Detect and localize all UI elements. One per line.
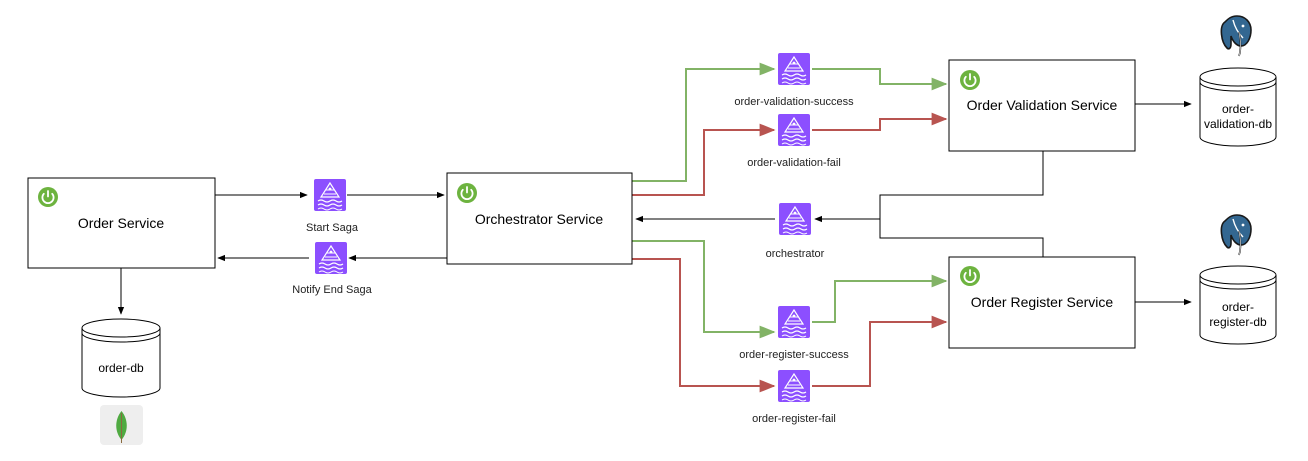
db-label-line-2: register-db [1209, 315, 1267, 329]
topic-order-validation-success: order-validation-success [734, 52, 854, 108]
kafka-topic-icon [777, 52, 811, 86]
edge-orchestrator-to-register-success [632, 240, 776, 339]
spring-boot-icon [959, 265, 981, 287]
service-label: Order Service [78, 215, 165, 231]
edge-validation-fail-to-validation [812, 112, 948, 131]
edge-register-fail-to-register [812, 315, 948, 387]
mongodb-icon [100, 405, 143, 445]
spring-boot-icon [959, 69, 981, 91]
spring-boot-icon [456, 182, 478, 204]
topic-order-validation-fail: order-validation-fail [747, 113, 841, 169]
db-label-line-2: validation-db [1204, 117, 1272, 131]
topic-label: order-register-fail [752, 413, 836, 425]
topic-start-saga: Start Saga [306, 178, 359, 234]
edge-orchestrator-to-validation-fail [632, 123, 776, 196]
topic-label: orchestrator [766, 248, 825, 260]
db-label-line-1: order- [1222, 102, 1254, 116]
postgresql-icon [1220, 214, 1252, 256]
kafka-topic-icon [778, 202, 812, 236]
spring-boot-icon [37, 186, 59, 208]
kafka-topic-icon [777, 305, 811, 339]
topic-label: order-validation-success [734, 96, 854, 108]
topic-label: Notify End Saga [292, 284, 372, 296]
kafka-topic-icon [777, 113, 811, 147]
edge-orchestrator-to-validation-success [632, 62, 776, 182]
service-order: Order Service [27, 177, 216, 269]
topic-orchestrator: orchestrator [766, 202, 825, 260]
service-orchestrator: Orchestrator Service [446, 172, 633, 265]
database-order-db: order-db [81, 318, 161, 398]
topic-order-register-fail: order-register-fail [752, 369, 836, 425]
topic-label: order-register-success [739, 349, 849, 361]
service-order-register: Order Register Service [948, 256, 1136, 349]
service-order-validation: Order Validation Service [948, 59, 1136, 152]
topic-order-register-success: order-register-success [739, 305, 849, 361]
kafka-topic-icon [777, 369, 811, 403]
edge-orchestrator-to-register-fail [632, 258, 776, 393]
topic-label: order-validation-fail [747, 157, 841, 169]
edge-register-to-orchestrator-topic [879, 219, 1044, 257]
kafka-topic-icon [314, 241, 348, 275]
service-label: Order Validation Service [967, 97, 1118, 113]
database-order-register-db: order- register-db [1199, 265, 1277, 345]
db-label-line-1: order- [1222, 300, 1254, 314]
postgresql-icon [1220, 15, 1252, 57]
service-label: Order Register Service [971, 294, 1114, 310]
edge-validation-to-orchestrator-topic [814, 151, 1044, 223]
kafka-topic-icon [313, 178, 347, 212]
topic-notify-end-saga: Notify End Saga [292, 241, 373, 296]
topic-label: Start Saga [306, 222, 359, 234]
db-label: order-db [98, 361, 144, 375]
connectors [117, 62, 1192, 393]
edge-validation-success-to-validation [812, 68, 948, 91]
database-order-validation-db: order- validation-db [1199, 67, 1277, 147]
edge-register-success-to-register [812, 274, 948, 323]
service-label: Orchestrator Service [475, 211, 604, 227]
